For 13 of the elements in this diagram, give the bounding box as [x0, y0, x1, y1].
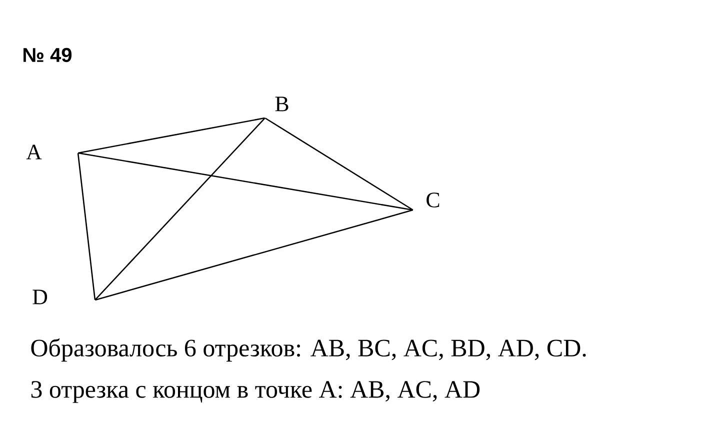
point-label: D [32, 290, 48, 304]
answer-text: Образовалось 6 отрезков: AB, BC, AC, BD, AD, CD. [31, 338, 586, 362]
point-label: B [275, 96, 288, 112]
segment [264, 118, 414, 210]
point-label: A [26, 144, 42, 160]
answer-text: 3 отрезка с концом в точке A: AB, AC, AD [31, 381, 480, 403]
problem-number: № 49 [24, 48, 72, 62]
point-label: C [426, 192, 440, 208]
segment [94, 118, 266, 300]
segment [78, 117, 265, 154]
segment [95, 209, 413, 301]
segment [77, 153, 96, 300]
segment [78, 152, 413, 211]
